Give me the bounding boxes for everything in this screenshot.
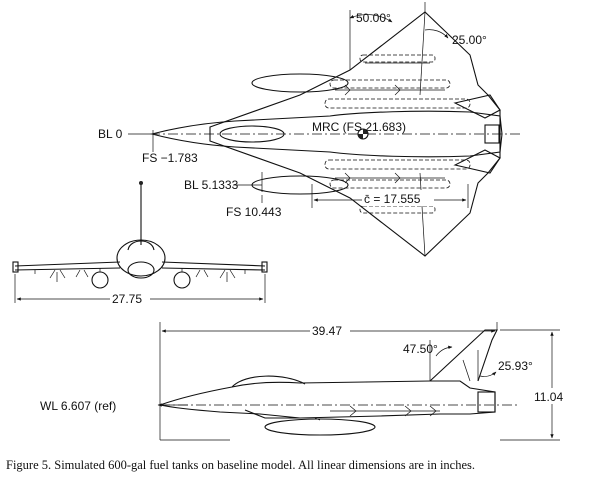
plan-stores-row-4 — [324, 159, 471, 170]
sweep-inner-label: 25.00° — [452, 33, 487, 47]
side-canopy — [231, 375, 306, 388]
plan-nozzle — [484, 124, 500, 144]
front-stores — [34, 269, 246, 282]
sweep-inner-arc — [424, 29, 449, 39]
length-label: 39.47 — [312, 324, 342, 338]
height-label: 11.04 — [534, 390, 563, 404]
sweep-outer-arc — [349, 14, 393, 23]
plan-fuel-tank-bottom — [251, 175, 349, 195]
front-canopy — [127, 240, 155, 251]
plan-stores-row-2 — [329, 79, 451, 89]
side-stores — [330, 405, 440, 417]
plan-fuselage — [149, 110, 503, 158]
fs-tank-label: FS 10.443 — [226, 205, 282, 219]
front-tank-left — [91, 271, 109, 289]
sweep-outer-label: 50.00° — [356, 11, 391, 25]
plan-stores-row-1 — [324, 98, 471, 109]
side-sweep-le-label: 47.50° — [403, 342, 438, 356]
side-nozzle — [477, 391, 496, 413]
plan-view: 50.00° 25.00° BL 0 FS −1.783 MRC (FS 21.… — [98, 2, 520, 257]
figure-caption: Figure 5. Simulated 600-gal fuel tanks o… — [6, 458, 475, 472]
plan-stores-row-6 — [359, 205, 436, 214]
plan-stores-row-3 — [359, 54, 436, 63]
plan-stores-row-5 — [329, 179, 451, 189]
bl0-label: BL 0 — [98, 127, 123, 141]
side-fuel-tank — [264, 418, 376, 436]
side-sweep-te-label: 25.93° — [498, 359, 533, 373]
plan-fuel-tank-top — [251, 73, 349, 93]
waterline-label: WL 6.607 (ref) — [40, 399, 116, 413]
mac-label: c̄ = 17.555 — [364, 192, 421, 206]
side-fuselage — [157, 380, 496, 419]
span-label: 27.75 — [112, 292, 142, 306]
bl-tank-label: BL 5.1333 — [184, 178, 239, 192]
side-sweep-te-arc — [479, 371, 497, 377]
front-intake — [127, 261, 155, 279]
side-view: 39.47 WL 6.607 (ref) 47.50° 25.93° — [40, 322, 572, 441]
front-tank-right — [173, 271, 191, 289]
plan-canopy — [219, 125, 285, 143]
plan-wing-rib-top — [419, 11, 426, 96]
mrc-symbol — [357, 128, 369, 140]
mrc-label: MRC (FS 21.683) — [312, 120, 406, 134]
plan-wing-rib-bottom — [419, 172, 426, 257]
front-wing — [14, 261, 266, 267]
fs-nose-label: FS −1.783 — [142, 151, 198, 165]
front-view: 27.75 — [12, 181, 268, 306]
side-sweep-le-arc — [435, 345, 453, 357]
side-vtail — [429, 329, 498, 382]
front-fuselage — [116, 239, 166, 277]
